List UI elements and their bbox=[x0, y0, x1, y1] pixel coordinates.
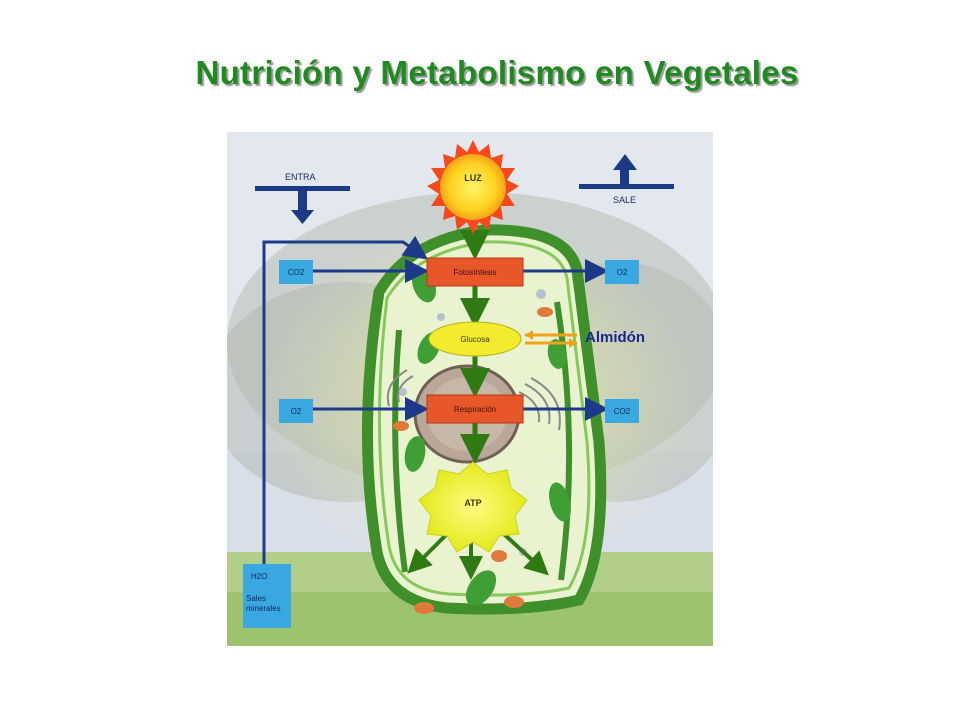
almidon-label: Almidón bbox=[585, 329, 645, 346]
h2o-sales-box: H2O Sales minerales bbox=[243, 564, 291, 628]
respiracion-box: Respiración bbox=[427, 395, 523, 423]
svg-text:Respiración: Respiración bbox=[454, 405, 496, 414]
glucosa-blob: Glucosa bbox=[429, 322, 521, 356]
svg-text:ENTRA: ENTRA bbox=[285, 172, 316, 182]
svg-text:O2: O2 bbox=[291, 407, 302, 416]
fotosintesis-box: Fotosíntesis bbox=[427, 258, 523, 286]
cell-metabolism-diagram: ENTRA SALE bbox=[227, 132, 713, 646]
svg-text:Fotosíntesis: Fotosíntesis bbox=[453, 268, 496, 277]
h2o-label: H2O bbox=[251, 572, 267, 581]
svg-text:ATP: ATP bbox=[464, 498, 481, 508]
co2-input-box: CO2 bbox=[279, 260, 313, 284]
sun-label: LUZ bbox=[464, 173, 482, 183]
svg-text:O2: O2 bbox=[617, 268, 628, 277]
sales-minerales-label: Sales minerales bbox=[246, 594, 290, 614]
co2-output-box: CO2 bbox=[605, 399, 639, 423]
svg-text:SALE: SALE bbox=[613, 195, 636, 205]
svg-text:Glucosa: Glucosa bbox=[460, 335, 490, 344]
o2-input-box: O2 bbox=[279, 399, 313, 423]
slide-title: Nutrición y Metabolismo en Vegetales bbox=[0, 54, 960, 92]
svg-text:CO2: CO2 bbox=[614, 407, 631, 416]
svg-text:CO2: CO2 bbox=[288, 268, 305, 277]
o2-output-box: O2 bbox=[605, 260, 639, 284]
